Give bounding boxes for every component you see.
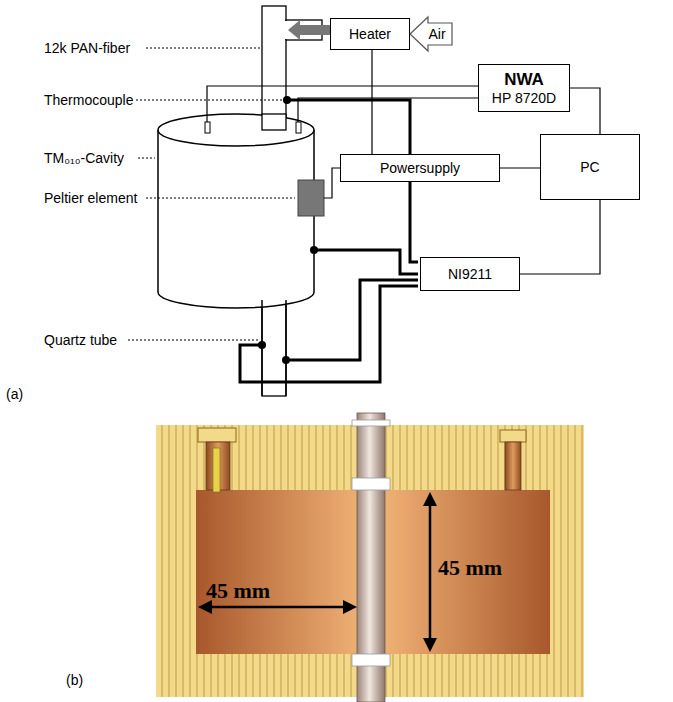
signal-line xyxy=(500,167,540,168)
device-name: PC xyxy=(580,159,599,175)
device-name: Heater xyxy=(349,26,391,42)
device-name: Powersupply xyxy=(380,160,460,176)
rf-cable xyxy=(298,98,478,122)
device-name: NI9211 xyxy=(448,266,492,282)
signal-line xyxy=(520,200,600,274)
device-box: NWAHP 8720D xyxy=(478,64,570,112)
tm010-cavity xyxy=(158,114,314,396)
antenna-port xyxy=(296,122,301,133)
part-label: Thermocouple xyxy=(44,92,134,108)
air-arrow xyxy=(410,17,452,51)
panel-label: (a) xyxy=(6,386,23,402)
antenna-port xyxy=(205,122,210,133)
quartz-tube-section xyxy=(352,413,390,702)
part-label: TM₀₁₀-Cavity xyxy=(44,150,124,166)
dimension-arrow xyxy=(198,492,437,652)
part-label: Peltier element xyxy=(44,190,137,206)
signal-line xyxy=(570,88,600,134)
rf-cable xyxy=(207,86,478,122)
peltier-element xyxy=(298,180,324,216)
device-box: NI9211 xyxy=(420,257,520,291)
signal-line xyxy=(371,50,372,154)
leader-line xyxy=(128,48,295,340)
peltier-wire xyxy=(324,168,340,198)
device-box: Heater xyxy=(330,18,410,50)
dimension-label: 45 mm xyxy=(206,578,270,604)
part-label: 12k PAN-fiber xyxy=(44,40,130,56)
device-box: Powersupply xyxy=(340,154,500,182)
arrow-label: Air xyxy=(428,26,445,42)
air-flow-arrow xyxy=(288,20,330,40)
panel-label: (b) xyxy=(66,672,83,688)
thermocouple-wire xyxy=(240,100,418,382)
device-box: PC xyxy=(540,134,640,200)
part-label: Quartz tube xyxy=(44,332,117,348)
device-name: NWA xyxy=(504,70,544,90)
dimension-label: 45 mm xyxy=(438,555,502,581)
device-model: HP 8720D xyxy=(492,90,556,106)
